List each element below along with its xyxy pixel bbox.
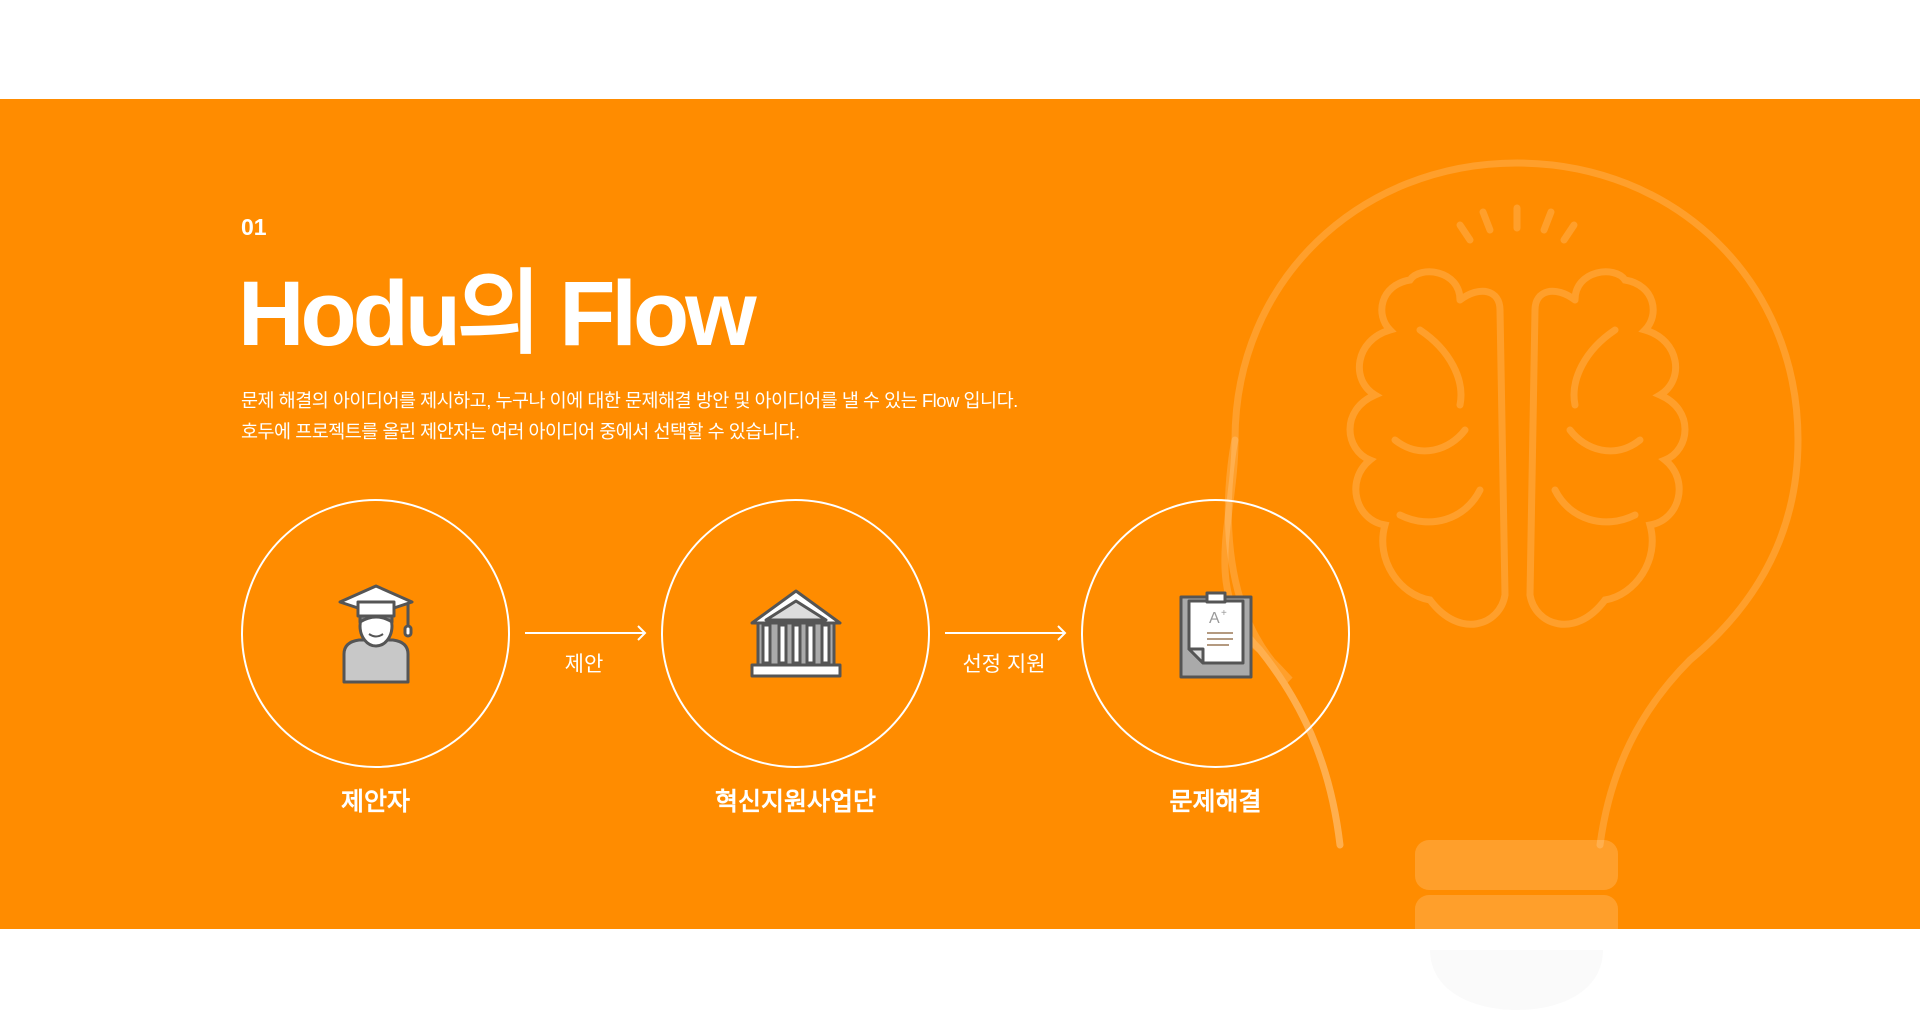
arrow-right-icon: [945, 625, 1067, 641]
step-label: 문제해결: [1169, 788, 1262, 816]
graduate-icon: [338, 584, 413, 683]
flow-step-problem-solving: A +: [1081, 499, 1350, 768]
svg-text:A: A: [1209, 610, 1220, 627]
description: 문제 해결의 아이디어를 제시하고, 누구나 이에 대한 문제해결 방안 및 아…: [241, 385, 1018, 447]
svg-text:+: +: [1221, 608, 1227, 619]
arrow-label: 제안: [564, 653, 604, 676]
flow-step-proposer: [241, 499, 510, 768]
description-line: 호두에 프로젝트를 올린 제안자는 여러 아이디어 중에서 선택할 수 있습니다…: [241, 421, 800, 442]
arrow-right-icon: [525, 625, 647, 641]
clipboard-grade-icon: A +: [1179, 591, 1252, 678]
step-label: 혁신지원사업단: [714, 788, 876, 816]
page-title: Hodu의 Flow: [238, 263, 757, 365]
flow-step-innovation-support: [661, 499, 930, 768]
section-number: 01: [241, 214, 267, 240]
arrow-label: 선정 지원: [962, 653, 1046, 676]
institution-icon: [750, 589, 841, 677]
step-label: 제안자: [340, 788, 410, 816]
description-line: 문제 해결의 아이디어를 제시하고, 누구나 이에 대한 문제해결 방안 및 아…: [241, 390, 1018, 411]
